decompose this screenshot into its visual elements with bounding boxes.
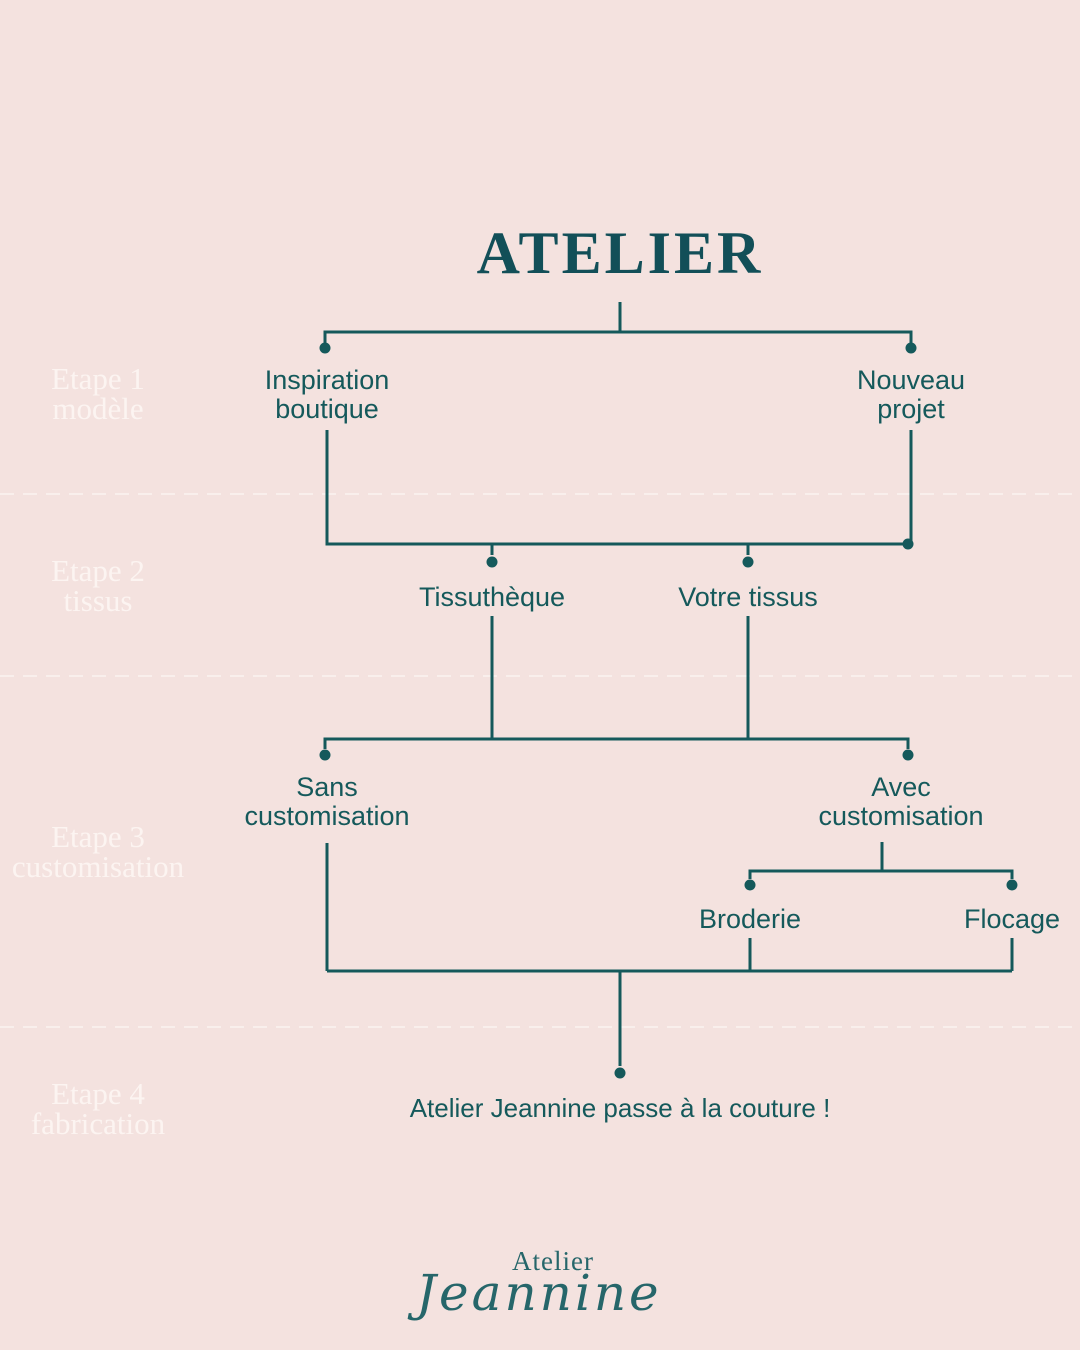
- junction-dot: [1006, 879, 1018, 891]
- brand-logo: Atelier Jeannine: [390, 1238, 690, 1348]
- junction-dot: [319, 749, 331, 761]
- brand-logo-jeannine-text: Jeannine: [416, 1264, 662, 1322]
- node-broderie: Broderie: [698, 904, 802, 934]
- junction-dot: [744, 879, 756, 891]
- connector-level3: [323, 737, 910, 749]
- step-label-2: Etape 2 tissus: [51, 553, 145, 618]
- node-sans-customisation: Sans customisation: [244, 772, 410, 831]
- junction-dot: [902, 749, 914, 761]
- node-votre-tissus: Votre tissus: [678, 582, 818, 612]
- node-inspiration-boutique: Inspiration boutique: [264, 365, 390, 424]
- connector-level1: [323, 330, 913, 345]
- step-label-4: Etape 4 fabrication: [30, 1076, 166, 1141]
- junction-dot: [319, 342, 331, 354]
- step-label-1: Etape 1 modèle: [51, 361, 145, 426]
- junction-dot: [902, 538, 914, 550]
- node-final-step: Atelier Jeannine passe à la couture !: [409, 1093, 831, 1123]
- step-label-3: Etape 3 customisation: [11, 819, 185, 884]
- node-nouveau-projet: Nouveau projet: [856, 365, 966, 424]
- node-flocage: Flocage: [963, 904, 1061, 934]
- connector-custom-children: [748, 869, 1014, 879]
- junction-dot: [486, 556, 498, 568]
- page-title: ATELIER: [476, 220, 764, 286]
- junction-dot: [614, 1067, 626, 1079]
- brand-logo-atelier-text: Atelier: [512, 1246, 594, 1276]
- node-avec-customisation: Avec customisation: [818, 772, 984, 831]
- junction-dot: [742, 556, 754, 568]
- node-tissutheque: Tissuthèque: [418, 582, 566, 612]
- junction-dot: [905, 342, 917, 354]
- connector-inspiration-down: [325, 430, 911, 546]
